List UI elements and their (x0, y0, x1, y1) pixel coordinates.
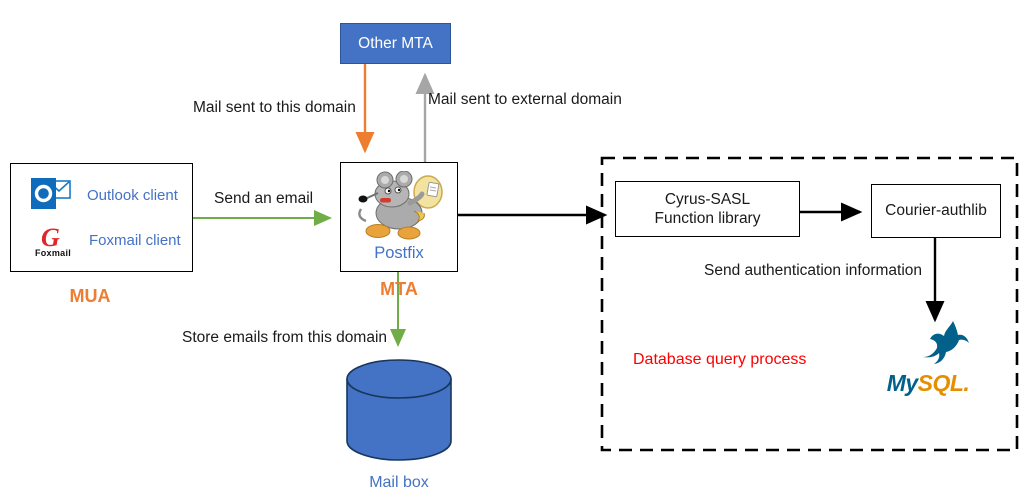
outlook-client-label: Outlook client (87, 186, 178, 204)
outlook-icon (31, 178, 71, 210)
mua-caption: MUA (69, 286, 111, 306)
mailbox-cylinder-icon (346, 359, 452, 461)
cyrus-sasl-line1: Cyrus-SASL (664, 190, 751, 208)
foxmail-client-label: Foxmail client (89, 232, 181, 250)
mail-external-label: Mail sent to external domain (428, 91, 622, 108)
postfix-label: Postfix (374, 244, 424, 262)
outlook-client-row: Outlook client (31, 177, 192, 213)
courier-authlib-label: Courier-authlib (885, 202, 987, 219)
foxmail-icon-caption: Foxmail (34, 247, 72, 258)
postfix-box: Postfix (340, 162, 458, 272)
cyrus-sasl-box: Cyrus-SASL Function library (615, 181, 800, 237)
other-mta-box: Other MTA (340, 23, 451, 64)
send-auth-label: Send authentication information (704, 262, 923, 279)
database-query-process-label: Database query process (633, 351, 807, 368)
store-emails-label: Store emails from this domain (182, 329, 388, 346)
postfix-mouse-icon (358, 171, 443, 240)
mail-this-domain-label: Mail sent to this domain (193, 99, 356, 116)
mysql-logo: MySQL. (878, 316, 978, 418)
other-mta-label: Other MTA (358, 34, 433, 52)
foxmail-icon: G Foxmail (31, 224, 75, 258)
svg-text:G: G (41, 224, 60, 250)
foxmail-client-row: G Foxmail Foxmail client (31, 224, 192, 258)
mua-box: Outlook client G Foxmail Foxmail client (10, 163, 193, 272)
mysql-dolphin-icon (923, 321, 969, 364)
mysql-wordmark-sql: SQL. (917, 370, 970, 396)
foxmail-g-glyph: G (41, 224, 60, 250)
mta-caption: MTA (380, 279, 418, 299)
send-email-label: Send an email (214, 190, 314, 207)
courier-authlib-box: Courier-authlib (871, 184, 1001, 238)
mysql-wordmark: MySQL. (878, 370, 978, 397)
cyrus-sasl-line2: Function library (654, 210, 761, 227)
mysql-wordmark-my: My (886, 370, 918, 396)
mailbox-label: Mail box (369, 474, 429, 491)
